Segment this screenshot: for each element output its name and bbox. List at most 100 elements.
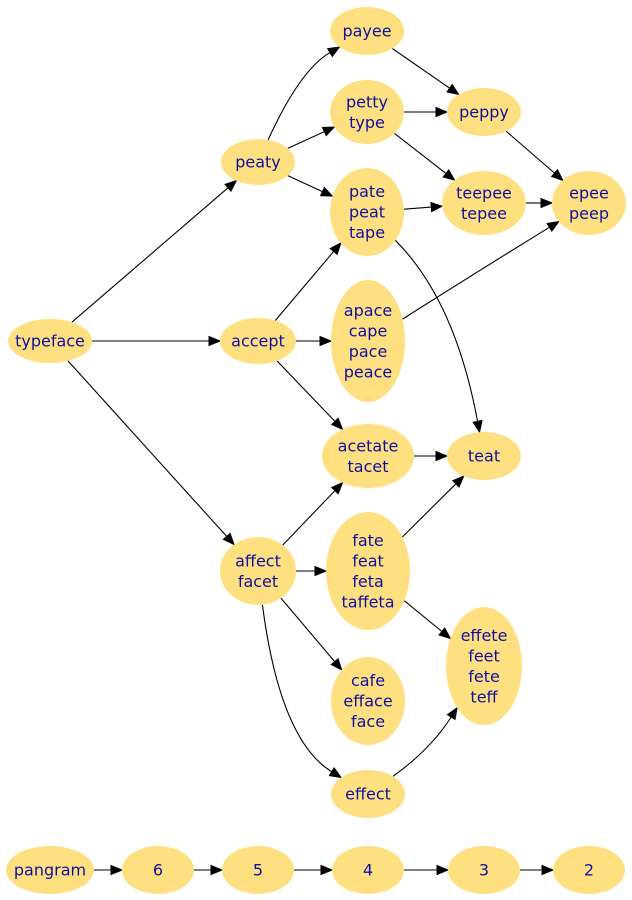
node-ellipse xyxy=(122,846,194,894)
edge-peaty-to-payee xyxy=(267,46,341,141)
arrowhead-icon xyxy=(546,220,560,233)
edge-peaty-to-petty xyxy=(287,126,336,149)
node-ellipse xyxy=(331,770,405,818)
edge-affect-to-effect xyxy=(261,604,343,779)
edge-petty-to-peppy xyxy=(404,106,449,118)
node-label: typeface xyxy=(15,332,85,351)
node-ellipse xyxy=(331,657,405,745)
edge-typeface-to-peaty xyxy=(71,179,238,323)
edge-affect-to-cafe xyxy=(280,597,343,671)
node-ellipse xyxy=(221,139,295,185)
node-ellipse xyxy=(442,171,526,235)
edge-line xyxy=(402,226,550,320)
node-label: peppy xyxy=(459,103,509,122)
node-label: pangram xyxy=(14,861,86,880)
node-accept: accept xyxy=(220,318,296,364)
node-peppy: peppy xyxy=(447,88,521,136)
node-ellipse xyxy=(330,80,404,144)
edge-typeface-to-accept xyxy=(92,335,222,347)
arrowhead-icon xyxy=(438,627,452,640)
node-ellipse xyxy=(448,846,520,894)
arrowhead-icon xyxy=(328,767,343,779)
node-petty: petty type xyxy=(330,80,404,144)
edge-typeface-to-affect xyxy=(67,360,235,546)
arrowhead-icon xyxy=(208,335,222,347)
node-ellipse xyxy=(552,171,626,235)
node-l2: 2 xyxy=(553,846,625,894)
node-label: peace xyxy=(344,362,392,381)
edge-line xyxy=(274,251,335,321)
node-payee: payee xyxy=(330,7,404,55)
node-label: tape xyxy=(349,223,385,242)
node-label: petty xyxy=(346,92,388,111)
node-label: peep xyxy=(569,204,609,223)
arrowhead-icon xyxy=(435,106,449,118)
edge-line xyxy=(394,239,479,422)
node-label: peat xyxy=(349,203,385,222)
node-ellipse xyxy=(326,512,410,630)
edge-pangram-to-l6 xyxy=(94,864,124,876)
arrowhead-icon xyxy=(451,475,465,488)
edge-line xyxy=(403,206,432,210)
edge-l5-to-l4 xyxy=(294,864,334,876)
arrowhead-icon xyxy=(314,565,328,577)
node-teat: teat xyxy=(447,432,521,480)
edge-petty-to-teepee xyxy=(394,132,456,181)
arrowhead-icon xyxy=(329,242,342,256)
node-label: feta xyxy=(352,572,384,591)
edge-line xyxy=(287,175,323,193)
node-l3: 3 xyxy=(448,846,520,894)
edge-acetate-to-teat xyxy=(414,450,449,462)
arrowhead-icon xyxy=(446,83,460,96)
node-pangram: pangram xyxy=(6,846,94,894)
edge-accept-to-pate xyxy=(274,242,342,321)
node-label: affect xyxy=(235,551,281,570)
arrowhead-icon xyxy=(472,419,483,434)
arrowhead-icon xyxy=(222,532,235,546)
edge-line xyxy=(282,490,336,546)
node-label: type xyxy=(349,113,385,132)
node-ellipse xyxy=(447,432,521,480)
node-label: 2 xyxy=(584,861,594,880)
edge-layer xyxy=(67,46,564,876)
edge-pate-to-teat xyxy=(394,239,483,434)
node-label: teepee xyxy=(456,183,512,202)
node-label: efface xyxy=(343,692,392,711)
node-label: 5 xyxy=(253,861,263,880)
edge-fate-to-effete xyxy=(403,600,452,640)
node-label: apace xyxy=(344,301,392,320)
node-label: teff xyxy=(470,687,498,706)
arrowhead-icon xyxy=(435,450,449,462)
node-l5: 5 xyxy=(222,846,294,894)
node-l4: 4 xyxy=(332,846,404,894)
edge-affect-to-acetate xyxy=(282,481,344,546)
edge-l4-to-l3 xyxy=(404,864,450,876)
edge-pate-to-teepee xyxy=(403,201,444,213)
edge-line xyxy=(276,360,336,422)
edge-line xyxy=(505,130,555,174)
node-label: tepee xyxy=(461,204,507,223)
edge-apace-to-epee xyxy=(402,220,560,320)
edge-peaty-to-pate xyxy=(287,175,334,197)
node-label: cape xyxy=(349,321,388,340)
arrowhead-icon xyxy=(321,126,336,137)
node-ellipse xyxy=(322,424,414,488)
edge-accept-to-acetate xyxy=(276,360,344,431)
node-ellipse xyxy=(8,319,92,363)
arrowhead-icon xyxy=(436,864,450,876)
node-l6: 6 xyxy=(122,846,194,894)
node-typeface: typeface xyxy=(8,319,92,363)
edge-affect-to-fate xyxy=(296,565,328,577)
node-ellipse xyxy=(446,607,522,725)
node-label: 4 xyxy=(363,861,373,880)
arrowhead-icon xyxy=(110,864,124,876)
arrowhead-icon xyxy=(330,657,343,671)
edge-line xyxy=(401,483,457,538)
node-ellipse xyxy=(553,846,625,894)
edge-line xyxy=(403,600,443,632)
